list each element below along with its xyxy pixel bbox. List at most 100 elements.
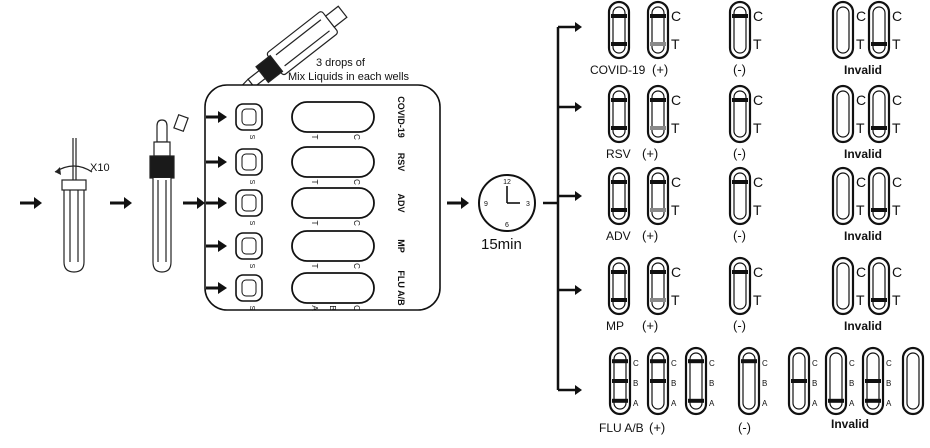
strip-line-label: C bbox=[856, 92, 866, 108]
strip-line-label: C bbox=[856, 264, 866, 280]
result-strip: CBA bbox=[824, 346, 855, 416]
strip-band bbox=[865, 379, 881, 383]
strip-inner bbox=[906, 352, 920, 410]
strip-inner bbox=[651, 262, 665, 310]
timer-label: 15min bbox=[481, 236, 522, 253]
invalid-label: Invalid bbox=[844, 147, 882, 161]
clock-number-12: 12 bbox=[503, 179, 511, 186]
strip-band bbox=[871, 126, 887, 130]
strip-line-label: C bbox=[671, 264, 681, 280]
strip-line-label: C bbox=[709, 359, 715, 368]
strip-line-label: T bbox=[856, 292, 865, 308]
strip-line-label: T bbox=[892, 202, 901, 218]
invalid-label: Invalid bbox=[844, 319, 882, 333]
positive-label: (+) bbox=[649, 420, 665, 435]
strip-inner bbox=[733, 6, 747, 54]
strip-line-label: T bbox=[671, 120, 680, 136]
strip-line-label: B bbox=[709, 379, 714, 388]
strip-band bbox=[650, 180, 666, 184]
strip-band bbox=[732, 98, 748, 102]
rotate-count-label: X10 bbox=[90, 162, 110, 174]
strip-line-label: T bbox=[671, 202, 680, 218]
result-window bbox=[291, 272, 375, 304]
positive-label: (+) bbox=[642, 146, 658, 161]
strip-band bbox=[791, 379, 807, 383]
window-left-mark: T bbox=[310, 180, 319, 185]
strip-inner bbox=[742, 352, 756, 410]
strip-line-label: C bbox=[671, 8, 681, 24]
strip-line-label: C bbox=[856, 174, 866, 190]
strip-inner bbox=[651, 172, 665, 220]
negative-label: (-) bbox=[738, 420, 751, 435]
cassette-row-name: ADV bbox=[396, 193, 406, 212]
negative-label: (-) bbox=[733, 228, 746, 243]
result-strip: CT bbox=[867, 84, 902, 144]
strip-inner bbox=[612, 262, 626, 310]
strip-line-label: C bbox=[671, 359, 677, 368]
strip-line-label: C bbox=[892, 264, 902, 280]
strip-line-label: T bbox=[892, 120, 901, 136]
strip-line-label: T bbox=[892, 292, 901, 308]
result-row-name: MP bbox=[606, 319, 624, 333]
strip-band bbox=[650, 270, 666, 274]
strip-line-label: C bbox=[753, 92, 763, 108]
strip-inner bbox=[836, 6, 850, 54]
arrow-step-3 bbox=[183, 197, 205, 209]
sample-mark: S bbox=[248, 306, 255, 311]
result-strip: CBA bbox=[737, 346, 768, 416]
strip-band bbox=[611, 180, 627, 184]
strip-inner bbox=[689, 352, 703, 410]
result-strip: CT bbox=[867, 166, 902, 226]
window-right-mark: C bbox=[352, 305, 361, 311]
strip-band bbox=[688, 398, 704, 403]
negative-label: (-) bbox=[733, 146, 746, 161]
positive-label: (+) bbox=[652, 62, 668, 77]
cassette-row-arrowhead bbox=[218, 197, 227, 209]
sample-mark: S bbox=[248, 135, 255, 140]
clock-icon: 12 3 6 9 bbox=[478, 174, 536, 232]
strip-line-label: B bbox=[886, 379, 891, 388]
strip-band bbox=[650, 42, 666, 46]
strip-band bbox=[828, 398, 844, 403]
strip-line-label: T bbox=[753, 36, 762, 52]
strip-band bbox=[611, 14, 627, 18]
results-area: CTCTCTCTCOVID-19(+)(-)InvalidCTCTCTCTRSV… bbox=[590, 0, 925, 435]
invalid-label: Invalid bbox=[831, 417, 869, 431]
strip-line-label: T bbox=[753, 292, 762, 308]
strip-inner bbox=[872, 90, 886, 138]
result-strip bbox=[831, 166, 855, 226]
strip-line-label: B bbox=[633, 379, 638, 388]
result-strip bbox=[607, 0, 631, 60]
sample-mark: S bbox=[248, 180, 255, 185]
strip-line-label: A bbox=[812, 399, 818, 408]
drops-instruction-line2: Mix Liquids in each wells bbox=[288, 71, 410, 83]
result-strip bbox=[607, 256, 631, 316]
strip-band bbox=[650, 14, 666, 18]
step-arrows bbox=[20, 197, 469, 209]
strip-band bbox=[650, 98, 666, 102]
result-strip bbox=[901, 346, 925, 416]
strip-band bbox=[611, 298, 627, 302]
strip-band bbox=[871, 208, 887, 212]
cassette-row-arrowhead bbox=[218, 111, 227, 123]
positive-label: (+) bbox=[642, 318, 658, 333]
strip-line-label: A bbox=[633, 399, 639, 408]
bracket-arrow-2 bbox=[558, 102, 582, 112]
strip-line-label: B bbox=[812, 379, 817, 388]
result-strip: CT bbox=[646, 84, 681, 144]
result-strip bbox=[831, 84, 855, 144]
clock-number-9: 9 bbox=[484, 201, 488, 208]
strip-inner bbox=[733, 172, 747, 220]
strip-inner bbox=[612, 6, 626, 54]
cassette-row-name: RSV bbox=[396, 153, 406, 172]
strip-line-label: C bbox=[886, 359, 892, 368]
strip-line-label: B bbox=[671, 379, 676, 388]
strip-band bbox=[611, 126, 627, 130]
